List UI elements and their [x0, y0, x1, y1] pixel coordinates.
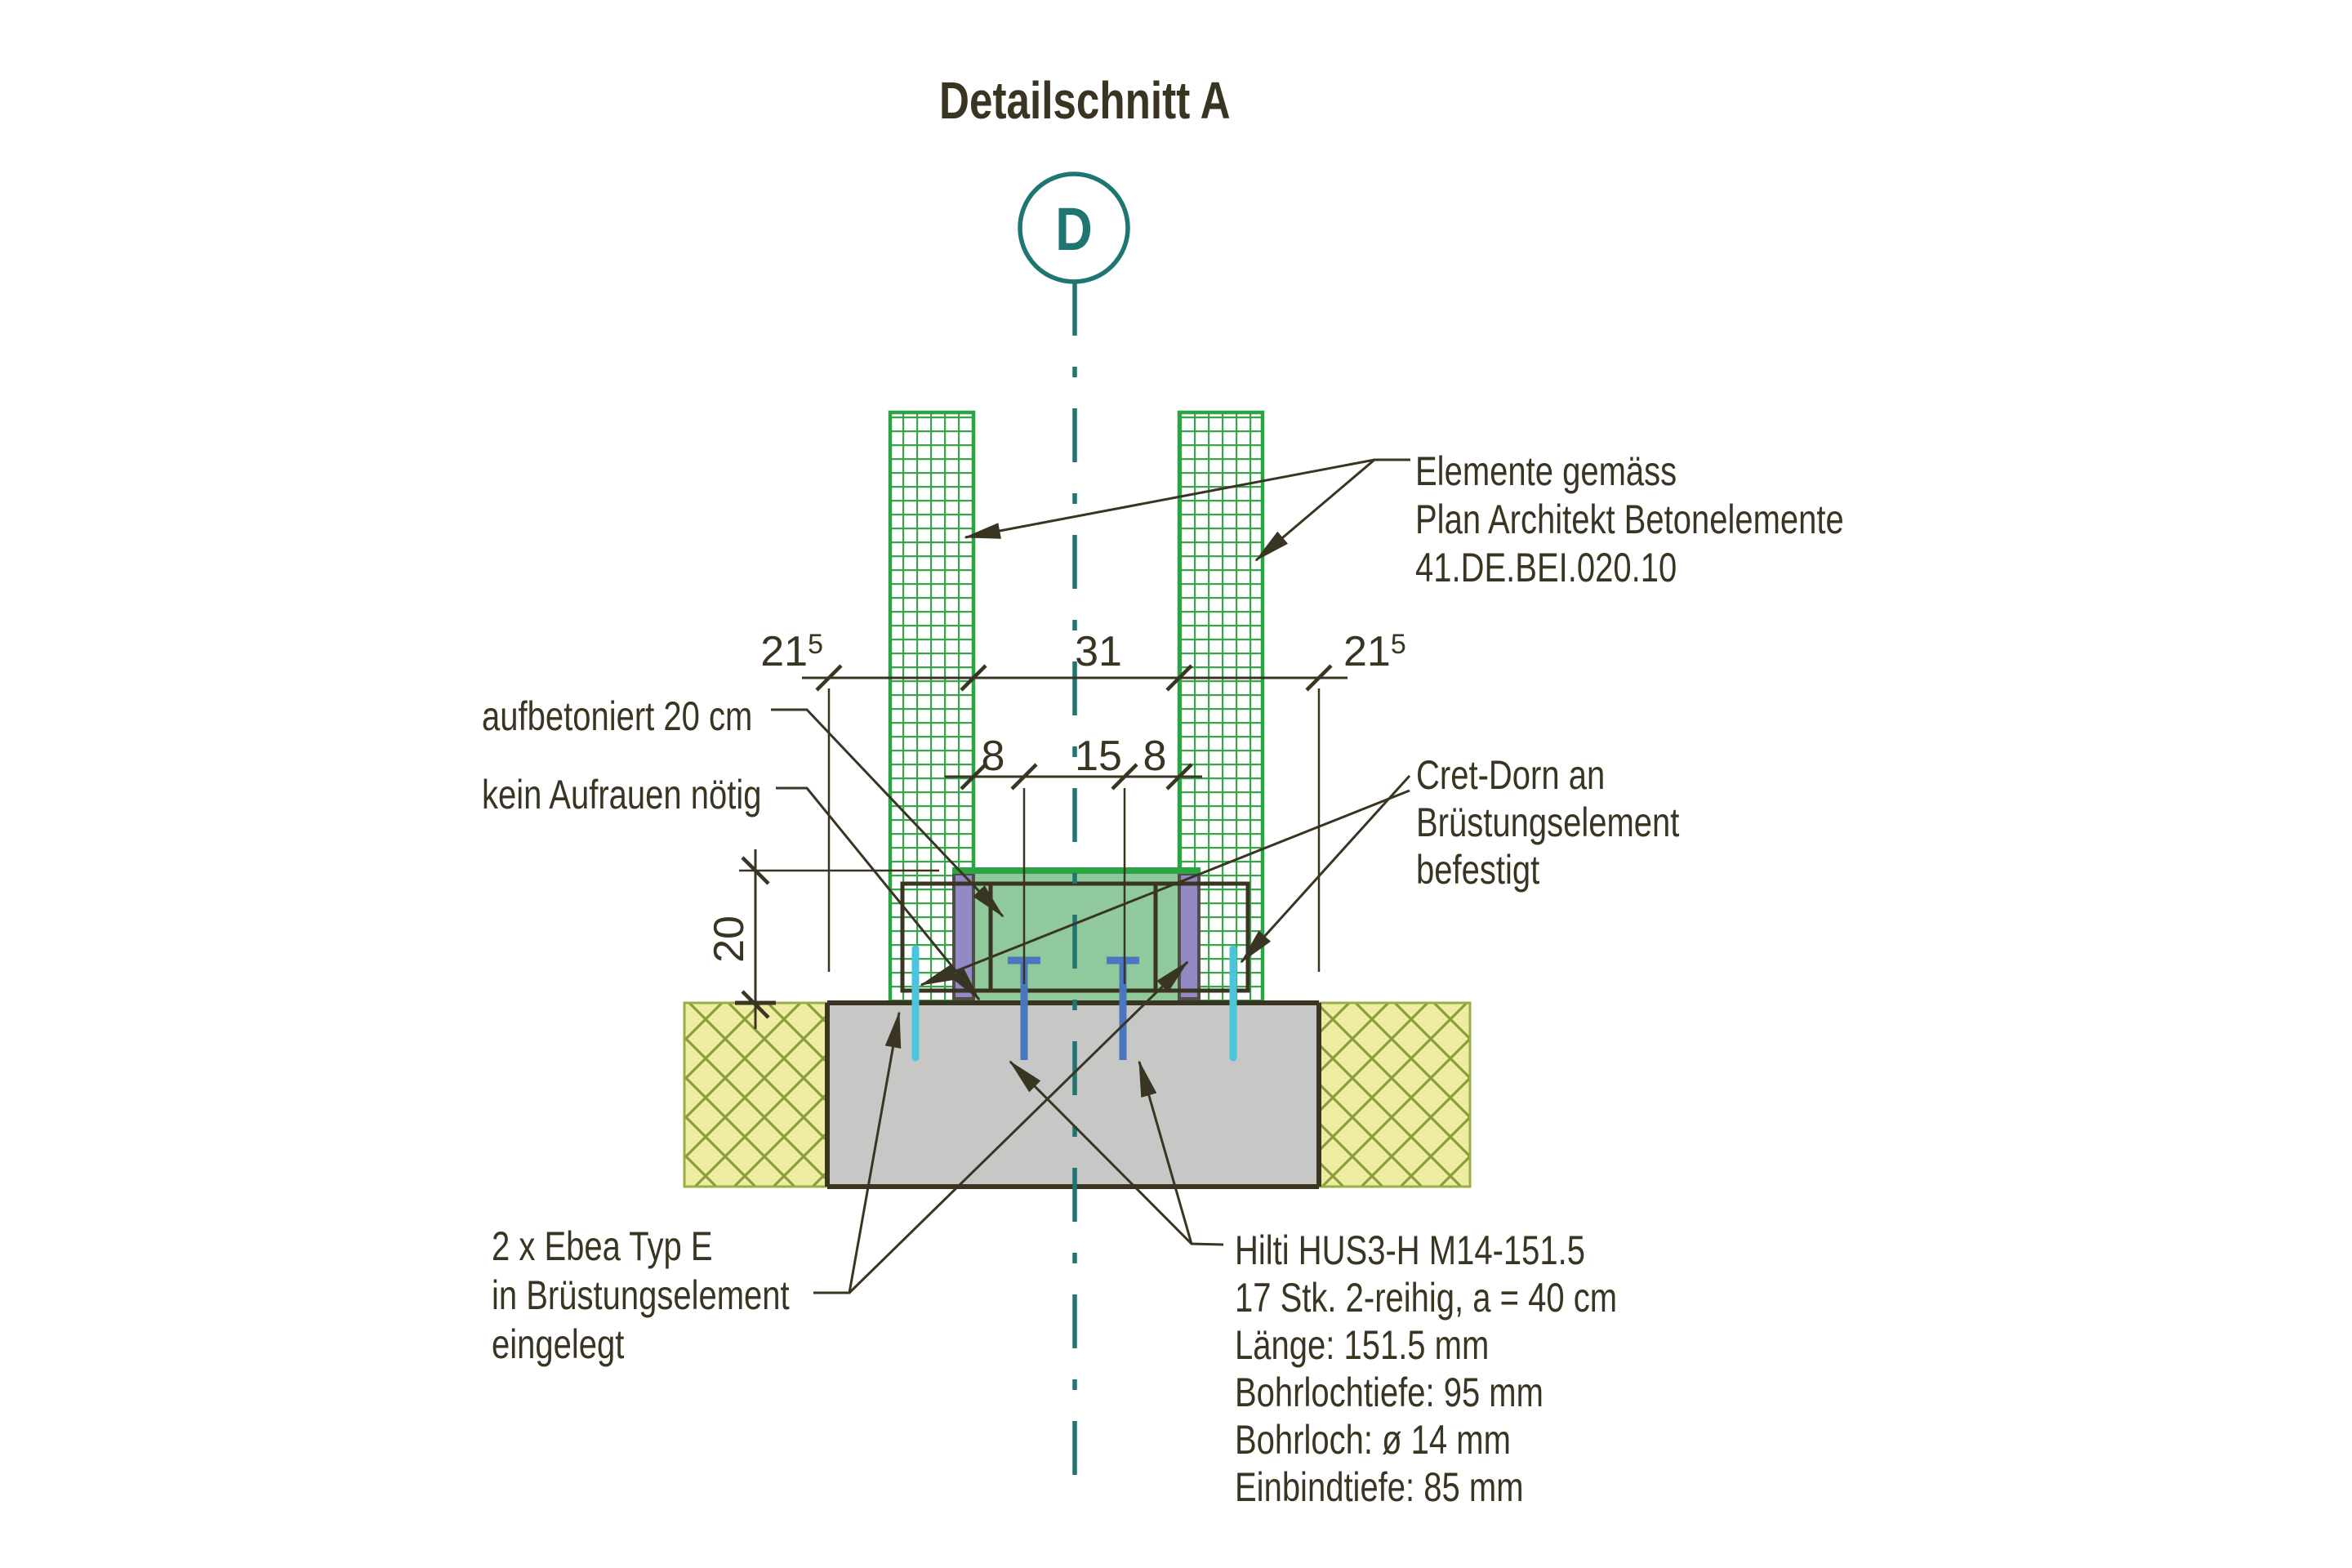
note-ebea: 2 x Ebea Typ E in Brüstungselement einge… [492, 1222, 790, 1369]
dim-span-right: 215 [1343, 628, 1406, 678]
note-ebea-line2: in Brüstungselement [492, 1272, 790, 1318]
dorn-plate-right [1178, 872, 1200, 1000]
dim-span-left-sup: 5 [808, 629, 823, 660]
drawing-title: Detailschnitt A [939, 71, 1231, 130]
note-ebea-line3: eingelegt [492, 1321, 625, 1367]
note-hilti-line5: Bohrloch: ø 14 mm [1235, 1417, 1511, 1463]
dim-span-left: 215 [693, 628, 823, 678]
note-hilti-line3: Länge: 151.5 mm [1235, 1322, 1490, 1368]
dim-joint-right: 8 [1143, 733, 1167, 780]
insulation-right [1317, 1001, 1472, 1188]
note-hilti: Hilti HUS3-H M14-151.5 17 Stk. 2-reihig,… [1235, 1227, 1617, 1511]
dim-span-right-value: 21 [1343, 628, 1391, 675]
leader-cret-right [1240, 774, 1411, 964]
dimension-lines [735, 676, 1348, 1029]
leader-aufbetoniert [771, 708, 1004, 918]
note-elemente-line1: Elemente gemäss [1415, 448, 1677, 494]
leader-lines [771, 458, 1411, 1294]
ebea-dowels [911, 945, 1237, 1062]
note-cret-dorn-line1: Cret-Dorn an [1416, 752, 1606, 798]
note-hilti-line6: Einbindtiefe: 85 mm [1235, 1464, 1524, 1510]
leader-hilti-right [1138, 1059, 1193, 1245]
note-ebea-line1: 2 x Ebea Typ E [492, 1223, 713, 1269]
hilti-anchor-right [1107, 956, 1139, 1060]
dim-span-left-value: 21 [760, 628, 808, 675]
leader-ebea-right [848, 960, 1189, 1294]
dim-joint-mid: 15 [1075, 733, 1122, 780]
note-aufbetoniert: aufbetoniert 20 cm [482, 693, 753, 739]
dim-joint-left: 8 [981, 733, 1005, 780]
dim-span-right-sup: 5 [1390, 629, 1406, 660]
note-hilti-line1: Hilti HUS3-H M14-151.5 [1235, 1227, 1586, 1273]
leader-cret-left [920, 789, 1410, 987]
insulation-left [683, 1001, 829, 1188]
section-marker-circle [1018, 172, 1130, 284]
note-elemente: Elemente gemäss Plan Architekt Betonelem… [1415, 448, 1844, 592]
dimension-ticks [741, 664, 1333, 1019]
note-elemente-line2: Plan Architekt Betonelemente [1415, 497, 1844, 542]
note-cret-dorn: Cret-Dorn an Brüstungselement befestigt [1416, 751, 1679, 893]
leader-kein-aufrauen [776, 786, 981, 1001]
note-cret-dorn-line3: befestigt [1416, 847, 1540, 893]
note-cret-dorn-line2: Brüstungselement [1416, 800, 1680, 845]
section-marker-letter: D [1055, 194, 1093, 263]
note-kein-aufrauen: kein Aufrauen nötig [482, 772, 762, 817]
dim-span-mid: 31 [1075, 628, 1122, 675]
note-elemente-line3: 41.DE.BEI.020.10 [1415, 545, 1677, 590]
note-hilti-line4: Bohrlochtiefe: 95 mm [1235, 1370, 1544, 1415]
leader-elemente-right [1254, 458, 1375, 562]
dim-topping-height: 20 [706, 915, 753, 963]
note-hilti-line2: 17 Stk. 2-reihig, a = 40 cm [1235, 1275, 1618, 1321]
